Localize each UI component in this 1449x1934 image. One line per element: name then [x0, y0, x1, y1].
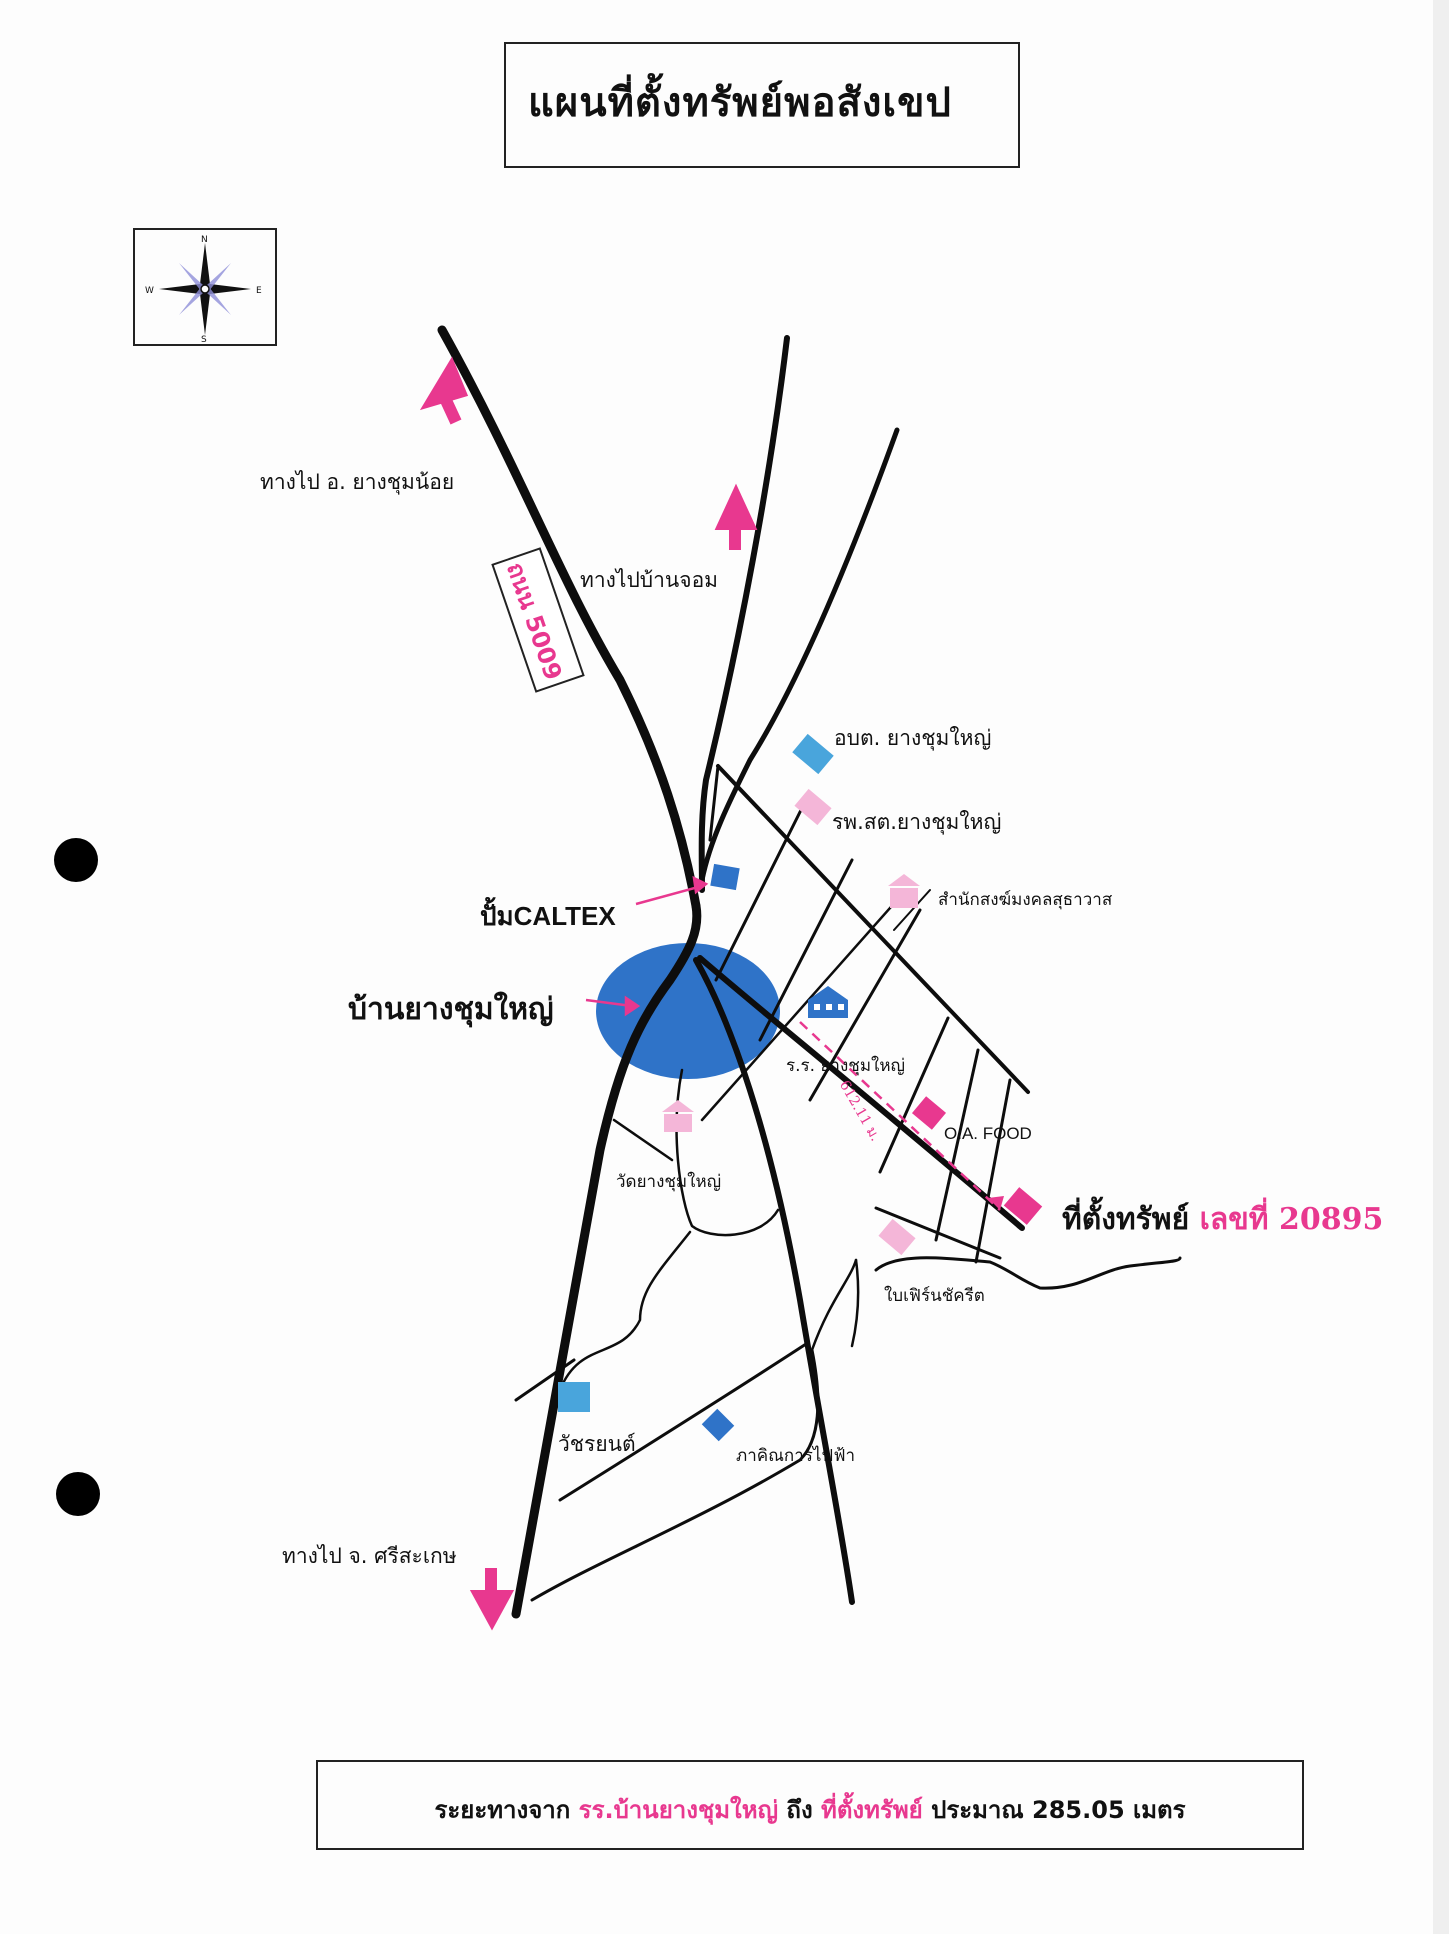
compass-n: N: [201, 235, 208, 245]
punch-hole-top: [54, 838, 98, 882]
title-box: แผนที่ตั้งทรัพย์พอสังเขป: [504, 42, 1020, 168]
label-village: บ้านยางชุมใหญ่: [348, 992, 554, 1027]
label-caltex: ปั้มCALTEX: [480, 901, 616, 931]
village-pointer: [585, 998, 633, 1008]
road-south-east: [693, 957, 855, 1605]
distance-arrowhead: [988, 1196, 1004, 1210]
page-title: แผนที่ตั้งทรัพย์พอสังเขป: [528, 80, 952, 126]
watcharayon-marker: [558, 1382, 590, 1412]
distance-note-tail: ประมาณ 285.05 เมตร: [931, 1796, 1186, 1824]
scan-edge: [1433, 0, 1449, 1934]
compass-box: N E S W: [133, 228, 277, 346]
oa-food-marker: [911, 1096, 947, 1130]
label-bifern: ใบเฟิร์นชัครีต: [884, 1286, 985, 1306]
label-monastery: สำนักสงฆ์มงคลสุธาวาส: [938, 890, 1113, 910]
arrow-to-ban-chom-head: [714, 483, 758, 530]
label-oa-food: O.A. FOOD: [944, 1124, 1032, 1143]
road-ban-chom: [698, 335, 790, 893]
label-school: ร.ร. ยางชุมใหญ่: [786, 1056, 906, 1076]
distance-note-to: ที่ตั้งทรัพย์: [821, 1796, 923, 1824]
obt-marker: [792, 733, 834, 775]
distance-note-from: รร.บ้านยางชุมใหญ่: [578, 1796, 779, 1824]
compass-s: S: [201, 335, 207, 344]
distance-note-lead: ระยะทางจาก: [434, 1796, 571, 1824]
village-pointer-head: [624, 995, 641, 1017]
label-to-ban-chom: ทางไปบ้านจอม: [580, 568, 719, 592]
caltex-pointer: [635, 884, 703, 906]
bifern-marker: [878, 1218, 916, 1256]
label-rpsst: รพ.สต.ยางชุมใหญ่: [832, 810, 1002, 834]
pea-marker: [701, 1408, 735, 1442]
property-label: ที่ตั้งทรัพย์ เลขที่ 20895: [1062, 1196, 1383, 1243]
arrow-to-yangchum-noi-head: [419, 356, 469, 411]
compass-e: E: [256, 286, 262, 296]
rpsst-marker: [794, 788, 832, 826]
road-to-property: [697, 955, 1025, 1231]
distance-note: ระยะทางจาก รร.บ้านยางชุมใหญ่ ถึง ที่ตั้ง…: [318, 1790, 1302, 1829]
monastery-icon: [888, 874, 920, 908]
label-obt: อบต. ยางชุมใหญ่: [834, 726, 992, 750]
distance-note-mid: ถึง: [786, 1796, 813, 1824]
label-to-yangchum-noi: ทางไป อ. ยางชุมน้อย: [260, 470, 455, 494]
label-to-sisaket: ทางไป จ. ศรีสะเกษ: [282, 1544, 457, 1568]
road-ne-branch: [699, 427, 900, 883]
punch-hole-bottom: [56, 1472, 100, 1516]
caltex-marker: [710, 863, 740, 891]
compass-w: W: [145, 286, 154, 296]
label-watcharayon: วัชรยนต์: [558, 1432, 636, 1456]
compass-rose-icon: N E S W: [145, 235, 262, 345]
temple-icon: [662, 1100, 694, 1132]
property-prefix: ที่ตั้งทรัพย์: [1062, 1202, 1190, 1237]
road-5009: [437, 325, 701, 911]
distance-note-box: ระยะทางจาก รร.บ้านยางชุมใหญ่ ถึง ที่ตั้ง…: [316, 1760, 1304, 1850]
road-south: [511, 901, 702, 1619]
distance-line: [799, 1021, 1001, 1211]
property-number: เลขที่ 20895: [1199, 1202, 1384, 1237]
school-icon: [808, 986, 848, 1018]
caltex-pointer-head: [692, 875, 709, 895]
property-marker: [1003, 1187, 1043, 1225]
arrow-to-sisaket-head: [469, 1590, 515, 1631]
label-pea: ภาคิณการไฟฟ้า: [736, 1446, 856, 1466]
label-wat: วัดยางชุมใหญ่: [616, 1172, 722, 1192]
